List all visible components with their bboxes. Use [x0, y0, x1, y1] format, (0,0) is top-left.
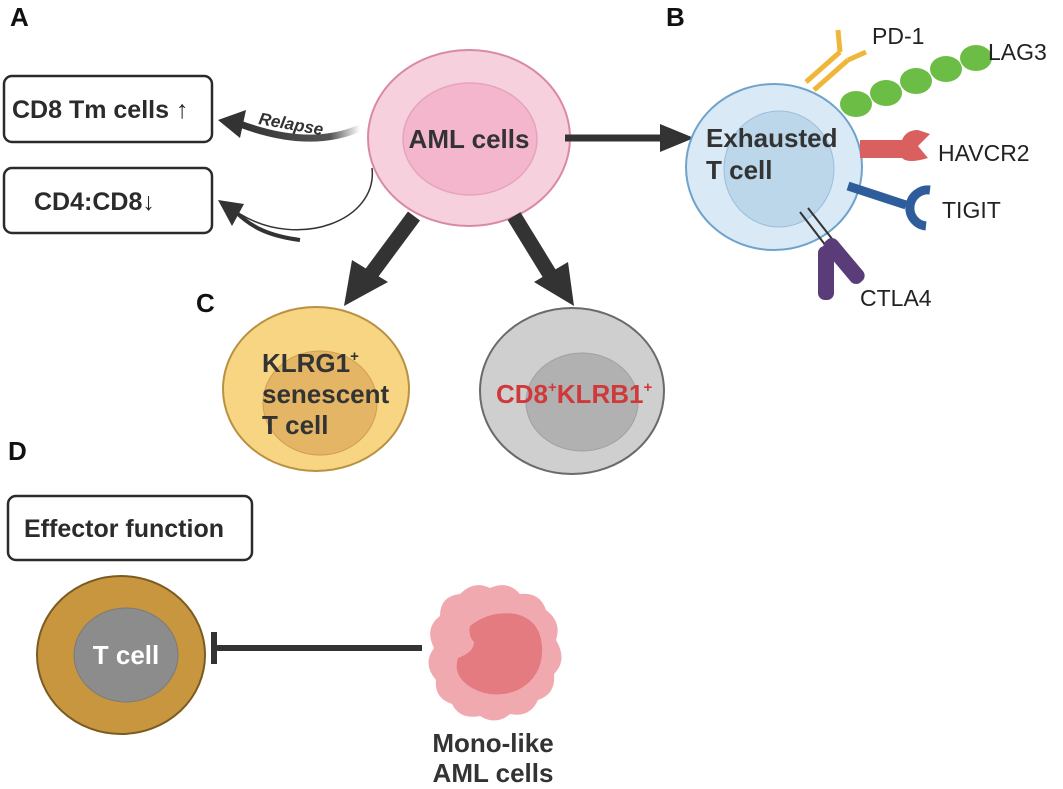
- relapse-arrowhead: [218, 110, 246, 138]
- ctla4-receptor-icon: [799, 207, 865, 300]
- box-cd8-tm-text: CD8 Tm cells ↑: [12, 96, 188, 124]
- ratio-arrowhead: [218, 200, 244, 226]
- panel-label-b: B: [666, 2, 685, 32]
- ctla4-label: CTLA4: [860, 285, 932, 311]
- cd8-klrb1-label: CD8+KLRB1+: [496, 379, 652, 409]
- havcr2-receptor-icon: [860, 130, 930, 161]
- arrow-to-exhausted-head: [660, 124, 694, 152]
- panel-label-d: D: [8, 436, 27, 466]
- tigit-receptor-icon: [846, 181, 931, 231]
- klrg1-line2: senescent: [262, 379, 390, 409]
- aml-cell: AML cells: [367, 49, 571, 227]
- klrg1-line1: KLRG1+: [262, 348, 359, 378]
- t-cell-label: T cell: [93, 640, 159, 670]
- arrow-to-klrb1: [507, 212, 559, 282]
- panel-label-c: C: [196, 288, 215, 318]
- exhausted-line2: T cell: [706, 155, 772, 185]
- box-effector-function: Effector function: [6, 494, 254, 562]
- arrow-to-klrg1-head: [344, 260, 388, 306]
- lag3-receptor-icon: [840, 45, 992, 117]
- arrow-to-klrg1: [361, 211, 421, 283]
- exhausted-line1: Exhausted: [706, 123, 838, 153]
- pd1-receptor-icon: [804, 29, 868, 92]
- havcr2-label: HAVCR2: [938, 140, 1030, 166]
- tigit-label: TIGIT: [942, 197, 1001, 223]
- box-ratio-text: CD4:CD8↓: [34, 188, 155, 216]
- lag3-label: LAG3: [988, 39, 1047, 65]
- box-cd8-tm-cells: CD8 Tm cells ↑: [2, 74, 214, 144]
- down-arrow-icon: ↓: [142, 188, 155, 216]
- relapse-arrow: [238, 120, 362, 142]
- exhausted-t-cell: Exhausted T cell: [685, 83, 863, 251]
- mono-line2: AML cells: [433, 758, 554, 788]
- mono-line1: Mono-like: [432, 728, 553, 758]
- panel-label-a: A: [10, 2, 29, 32]
- ratio-curve-thin: [239, 167, 373, 231]
- mono-like-aml-cell: [428, 585, 562, 721]
- klrg1-line3: T cell: [262, 410, 328, 440]
- arrow-to-klrb1-head: [534, 262, 574, 306]
- effector-function-text: Effector function: [24, 515, 224, 543]
- cd8-klrb1-cell: CD8+KLRB1+: [479, 307, 665, 475]
- klrg1-senescent-cell: KLRG1+ senescent T cell: [222, 306, 410, 472]
- box-cd4-cd8-ratio: CD4:CD8↓: [2, 166, 214, 235]
- ratio-curve-arrow: [234, 210, 301, 242]
- t-cell: T cell: [36, 575, 206, 735]
- aml-cell-label: AML cells: [409, 124, 530, 154]
- up-arrow-icon: ↑: [176, 96, 189, 124]
- pd1-label: PD-1: [872, 23, 924, 49]
